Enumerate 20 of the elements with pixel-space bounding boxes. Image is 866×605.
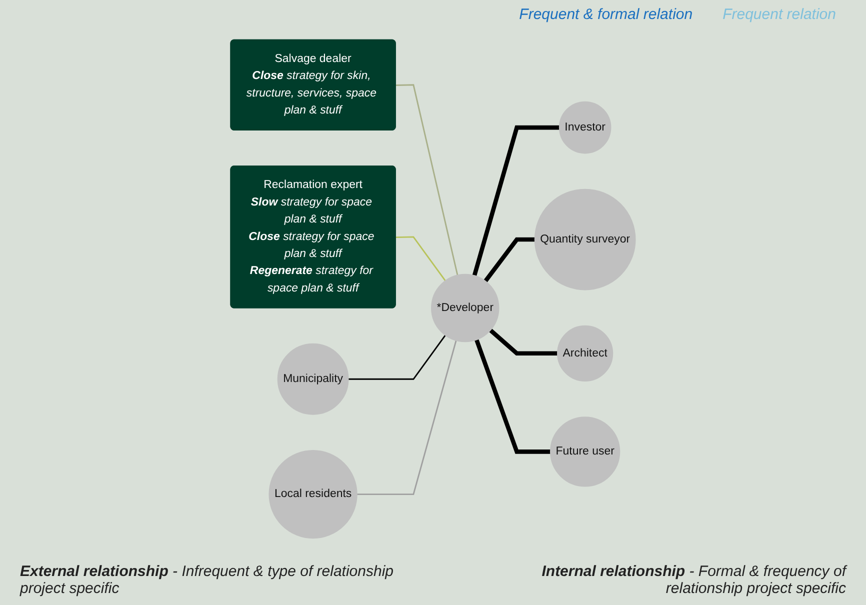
connector	[489, 328, 558, 356]
node-circle	[557, 325, 614, 382]
node-circle	[558, 101, 612, 154]
connector	[474, 339, 550, 454]
connector	[348, 334, 446, 380]
node-circle	[550, 416, 620, 487]
connector	[484, 237, 535, 282]
relation-note: Frequent & formal relation	[519, 6, 693, 23]
node-circle	[268, 450, 358, 539]
connector	[357, 340, 457, 496]
relation-note: Frequent relation	[722, 6, 836, 23]
stakeholder-diagram: Salvage dealer Close strategy for skin, structure, services, space plan & stuff Reclamation expert Slow strategy for space plan & stuff Close strategy for space plan & stuff Regenerate strategy for space plan & stuff Investor Quantity surveyor *Developer Municipality Architect Local residents Future user	[10, 34, 856, 544]
connector	[396, 84, 458, 276]
region-caption: Internal relationship - Formal & frequency of relationship project specific	[540, 563, 846, 597]
node-circle	[534, 188, 636, 290]
node-circle	[277, 343, 349, 415]
node-circle	[431, 274, 500, 342]
region-caption: External relationship - Infrequent & type of relationship project specific	[20, 563, 395, 597]
connector	[472, 125, 560, 276]
connector	[396, 236, 446, 282]
